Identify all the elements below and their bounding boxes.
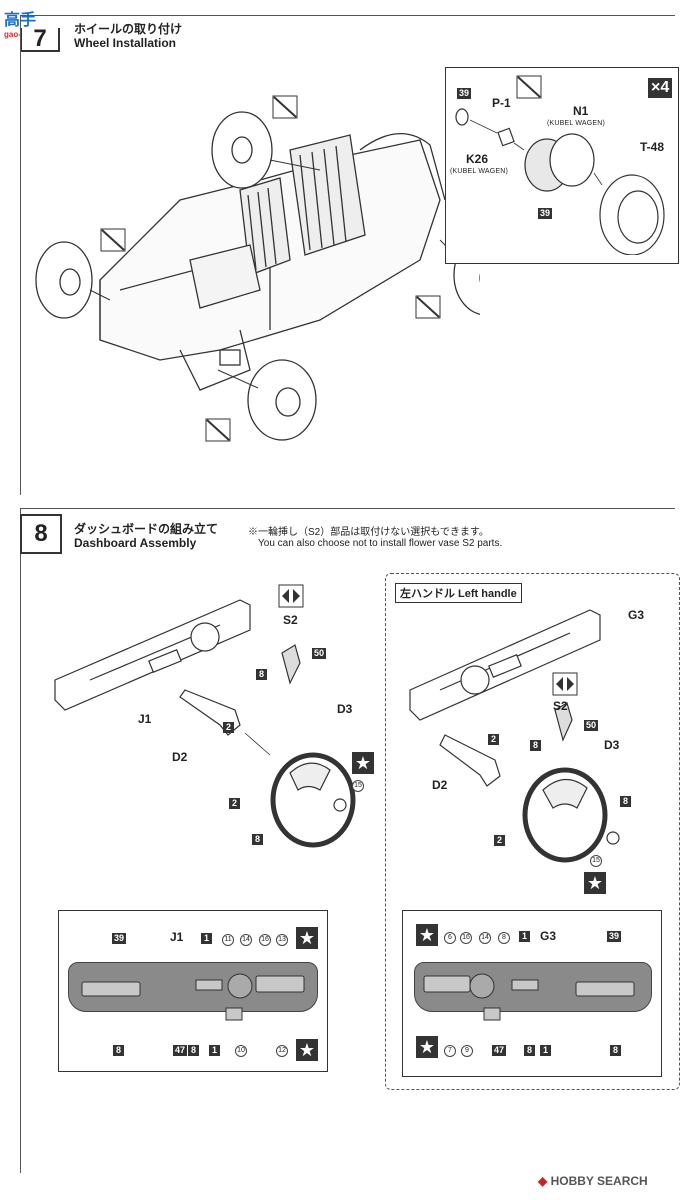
step-7-title-en: Wheel Installation [74, 36, 177, 50]
step-8-note-en: You can also choose not to install flowe… [258, 538, 503, 549]
part-t48-label: T-48 [640, 140, 665, 154]
detail-right-c1: 1 [519, 931, 530, 942]
detail-left-n16: 16 [259, 934, 271, 946]
part-39-b: 39 [538, 208, 553, 219]
dashboard-face-right-details [423, 973, 635, 1021]
part-n1-label: N1 [573, 104, 589, 118]
wheels [35, 111, 480, 441]
detail-left-n12: 12 [276, 1045, 288, 1057]
no-glue-icon-3 [415, 295, 441, 319]
step-8-top-rule [20, 508, 675, 509]
detail-right-n6: 6 [444, 932, 456, 944]
step-7-number-text: 7 [33, 25, 47, 52]
no-glue-icon-2 [100, 228, 126, 252]
right-c2a: 2 [488, 734, 499, 745]
right-d2: D2 [432, 778, 448, 792]
detail-left-star-bottom: ★ [296, 1039, 318, 1061]
detail-left-c47: 47 [173, 1045, 188, 1056]
step-8-side-rule [20, 508, 21, 1173]
detail-left-c8b: 8 [188, 1045, 199, 1056]
detail-left-c1b: 1 [209, 1045, 220, 1056]
part-39-a: 39 [457, 88, 472, 99]
swap-icon-left [278, 584, 304, 608]
right-d3: D3 [604, 738, 620, 752]
footer-brand-text: HOBBY SEARCH [550, 1174, 648, 1188]
detail-right-star-bottom: ★ [416, 1036, 438, 1058]
part-k26-sub: (KUBEL WAGEN) [450, 168, 509, 175]
right-c2b: 2 [494, 835, 505, 846]
right-c15: 15 [590, 855, 602, 867]
detail-right-n8: 8 [498, 932, 510, 944]
right-c8b: 8 [620, 796, 631, 807]
step-8-number: 8 [20, 514, 62, 554]
detail-left-n10: 10 [235, 1045, 247, 1057]
right-s2: S2 [553, 699, 568, 713]
footer-logo-icon: ◆ [538, 1174, 548, 1188]
left-c15: 15 [352, 780, 364, 792]
detail-right-c39: 39 [607, 931, 622, 942]
left-d3: D3 [337, 702, 353, 716]
detail-right-n9: 9 [461, 1045, 473, 1057]
left-c2b: 2 [229, 798, 240, 809]
left-handle-tag: 左ハンドル Left handle [395, 583, 522, 603]
step-7-side-rule [20, 15, 21, 495]
footer-brand: ◆ HOBBY SEARCH [538, 1174, 648, 1188]
swap-icon-right [552, 672, 578, 696]
left-c8: 8 [256, 669, 267, 680]
step-8-title-en: Dashboard Assembly [74, 536, 197, 550]
no-glue-icon-4 [205, 418, 231, 442]
left-j1: J1 [138, 712, 152, 726]
detail-left-n13: 13 [276, 934, 288, 946]
left-c8b: 8 [252, 834, 263, 845]
right-c50: 50 [584, 720, 599, 731]
wheel-parts-illustration [455, 108, 665, 255]
left-dashboard-assembly [54, 599, 356, 848]
no-glue-icon-5 [516, 75, 542, 99]
detail-right-star-top: ★ [416, 924, 438, 946]
right-star-icon: ★ [584, 872, 606, 894]
step-8-number-text: 8 [34, 520, 48, 547]
step-7-title-jp: ホイールの取り付け [74, 22, 183, 36]
step-8-note-jp: ※一輪挿し（S2）部品は取付けない選択もできます。 [248, 527, 489, 538]
right-dashboard-assembly [409, 609, 620, 863]
left-s2: S2 [283, 613, 298, 627]
detail-left-c8: 8 [113, 1045, 124, 1056]
detail-right-c1b: 1 [540, 1045, 551, 1056]
detail-right-n14: 14 [479, 932, 491, 944]
detail-left-n14: 14 [240, 934, 252, 946]
car-body-illustration [35, 111, 480, 441]
no-glue-icon-1 [272, 95, 298, 119]
detail-right-g3: G3 [540, 929, 557, 943]
left-c50: 50 [312, 648, 327, 659]
part-k26-label: K26 [466, 152, 489, 166]
detail-right-c47: 47 [492, 1045, 507, 1056]
detail-left-c39: 39 [112, 933, 127, 944]
detail-left-star-top: ★ [296, 927, 318, 949]
right-c8: 8 [530, 740, 541, 751]
step-7-number: 7 [20, 25, 60, 52]
detail-left-c1: 1 [201, 933, 212, 944]
detail-left-n11: 11 [222, 934, 234, 946]
detail-right-c8: 8 [524, 1045, 535, 1056]
detail-right-n16: 16 [460, 932, 472, 944]
detail-left-j1: J1 [170, 930, 184, 944]
part-n1-sub: (KUBEL WAGEN) [547, 120, 606, 127]
left-star-icon: ★ [352, 752, 374, 774]
detail-right-c8b: 8 [610, 1045, 621, 1056]
step-7-top-rule [20, 15, 675, 16]
detail-right-n7: 7 [444, 1045, 456, 1057]
multiplier-badge: ×4 [648, 78, 673, 98]
step-8-title-jp: ダッシュボードの組み立て [74, 522, 219, 536]
dashboard-face-left-details [81, 973, 305, 1021]
right-g3: G3 [628, 608, 645, 622]
part-p1-label: P-1 [492, 96, 511, 110]
left-c2a: 2 [223, 722, 234, 733]
left-d2: D2 [172, 750, 188, 764]
